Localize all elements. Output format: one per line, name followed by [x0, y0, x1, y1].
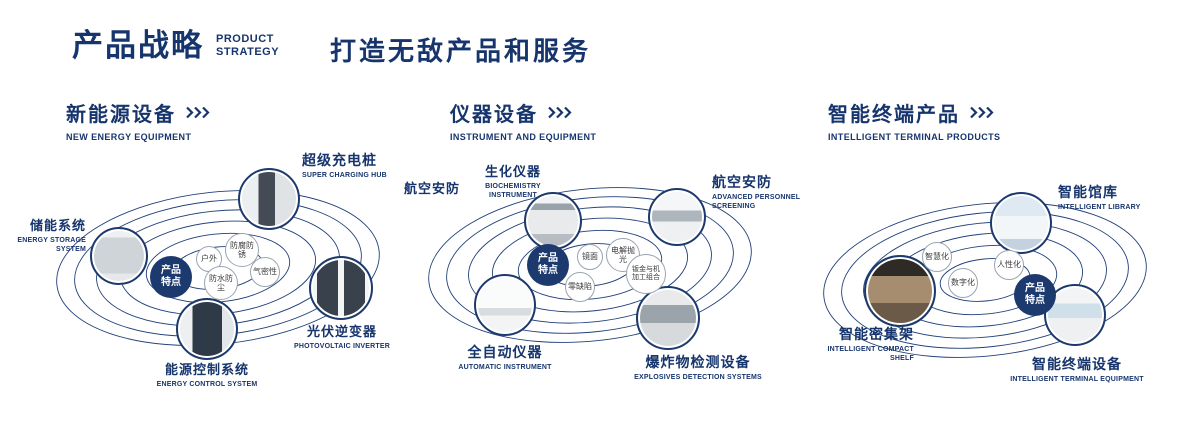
product-name-en: INTELLIGENT COMPACT SHELF	[827, 345, 914, 362]
product-name-en: AUTOMATIC INSTRUMENT	[458, 363, 552, 371]
product-label-intelligent-library: 智能馆库 INTELLIGENT LIBRARY	[1058, 184, 1168, 212]
feature-bubble-waterproof: 防水防尘	[204, 266, 238, 300]
product-photo-energy-storage	[90, 227, 148, 285]
triple-chevron-icon	[548, 106, 572, 119]
product-photo-automatic-instrument	[474, 274, 536, 336]
feature-bubble-humanized: 人性化	[994, 250, 1024, 280]
tagline: 打造无敌产品和服务	[330, 36, 592, 66]
aux-label-aviation-security: 航空安防	[404, 181, 461, 196]
product-name: 智能馆库	[1058, 184, 1118, 200]
product-name-en: INTELLIGENT LIBRARY	[1058, 203, 1141, 211]
feature-bubble-smart: 智慧化	[922, 242, 952, 272]
product-name: 光伏逆变器	[306, 324, 377, 339]
triple-chevron-icon	[186, 106, 210, 119]
feature-bubble-mirror: 镜面	[577, 244, 603, 270]
product-label-energy-control-system: 能源控制系统 ENERGY CONTROL SYSTEM	[134, 362, 280, 389]
product-name-en: ENERGY STORAGE SYSTEM	[17, 236, 86, 253]
section-title: 仪器设备	[450, 104, 538, 126]
section-subtitle: INTELLIGENT TERMINAL PRODUCTS	[828, 132, 1001, 142]
product-name-en: INTELLIGENT TERMINAL EQUIPMENT	[1010, 375, 1144, 383]
product-label-photovoltaic-inverter: 光伏逆变器 PHOTOVOLTAIC INVERTER	[286, 324, 398, 351]
page-subtitle-line2: STRATEGY	[216, 46, 280, 59]
product-photo-intelligent-compact-shelf	[864, 255, 936, 327]
product-name: 智能密集架	[839, 326, 914, 342]
section-title: 智能终端产品	[828, 104, 960, 126]
product-name-en: ADVANCED PERSONNEL SCREENING	[712, 193, 801, 210]
page-subtitle-line1: PRODUCT	[216, 33, 274, 45]
product-features-badge: 产品特点	[1014, 274, 1056, 316]
page-title: 产品战略	[72, 28, 204, 63]
product-label-biochemistry-instrument: 生化仪器 BIOCHEMISTRY INSTRUMENT	[462, 164, 564, 200]
product-photo-personnel-screening	[648, 188, 706, 246]
product-name-en: SUPER CHARGING HUB	[302, 171, 387, 179]
product-name-en: EXPLOSIVES DETECTION SYSTEMS	[634, 373, 762, 381]
product-label-automatic-instrument: 全自动仪器 AUTOMATIC INSTRUMENT	[430, 344, 580, 372]
product-name: 全自动仪器	[467, 344, 543, 360]
product-name: 生化仪器	[484, 164, 541, 179]
product-name: 智能终端设备	[1032, 356, 1122, 372]
product-name: 超级充电桩	[302, 152, 377, 168]
section-heading-instruments: 仪器设备 INSTRUMENT AND EQUIPMENT	[450, 98, 596, 142]
product-name-en: BIOCHEMISTRY INSTRUMENT	[485, 182, 541, 199]
product-photo-biochemistry-instrument	[524, 192, 582, 250]
feature-bubble-airtight: 气密性	[250, 257, 280, 287]
feature-bubble-digital: 数字化	[948, 268, 978, 298]
header: 产品战略 PRODUCT STRATEGY	[72, 30, 279, 61]
feature-bubble-zero-defect: 零缺陷	[565, 272, 595, 302]
section-subtitle: INSTRUMENT AND EQUIPMENT	[450, 132, 597, 142]
triple-chevron-icon	[970, 106, 994, 119]
product-photo-photovoltaic-inverter	[309, 256, 373, 320]
product-photo-super-charging-hub	[238, 168, 300, 230]
product-name: 航空安防	[712, 174, 772, 190]
product-photo-intelligent-library	[990, 192, 1052, 254]
feature-bubble-sheetmetal-machining: 钣金与机加工组合	[626, 254, 666, 294]
product-features-label: 产品特点	[1025, 282, 1045, 307]
product-photo-explosives-detection	[636, 286, 700, 350]
product-features-badge: 产品特点	[527, 244, 569, 286]
product-label-super-charging-hub: 超级充电桩 SUPER CHARGING HUB	[302, 152, 412, 180]
product-name: 爆炸物检测设备	[645, 354, 751, 370]
product-label-energy-storage: 储能系统 ENERGY STORAGE SYSTEM	[14, 218, 86, 254]
product-label-personnel-screening: 航空安防 ADVANCED PERSONNEL SCREENING	[712, 174, 812, 211]
section-title: 新能源设备	[66, 104, 176, 126]
section-subtitle: NEW ENERGY EQUIPMENT	[66, 132, 192, 142]
product-name-en: ENERGY CONTROL SYSTEM	[156, 380, 258, 388]
product-label-explosives-detection: 爆炸物检测设备 EXPLOSIVES DETECTION SYSTEMS	[598, 354, 798, 382]
product-label-intelligent-terminal-equipment: 智能终端设备 INTELLIGENT TERMINAL EQUIPMENT	[1002, 356, 1152, 384]
orbit-rings-instruments	[428, 187, 752, 343]
product-features-badge: 产品特点	[150, 256, 192, 298]
product-features-label: 产品特点	[161, 264, 181, 289]
section-heading-intelligent-terminal: 智能终端产品 INTELLIGENT TERMINAL PRODUCTS	[828, 98, 1000, 142]
section-heading-new-energy: 新能源设备 NEW ENERGY EQUIPMENT	[66, 98, 213, 142]
product-name: 能源控制系统	[164, 362, 249, 377]
product-name: 储能系统	[29, 218, 86, 233]
product-photo-energy-control-system	[176, 298, 238, 360]
page-subtitle: PRODUCT STRATEGY	[216, 30, 279, 59]
product-label-intelligent-compact-shelf: 智能密集架 INTELLIGENT COMPACT SHELF	[806, 326, 914, 363]
product-features-label: 产品特点	[538, 252, 558, 277]
product-name-en: PHOTOVOLTAIC INVERTER	[294, 342, 390, 350]
